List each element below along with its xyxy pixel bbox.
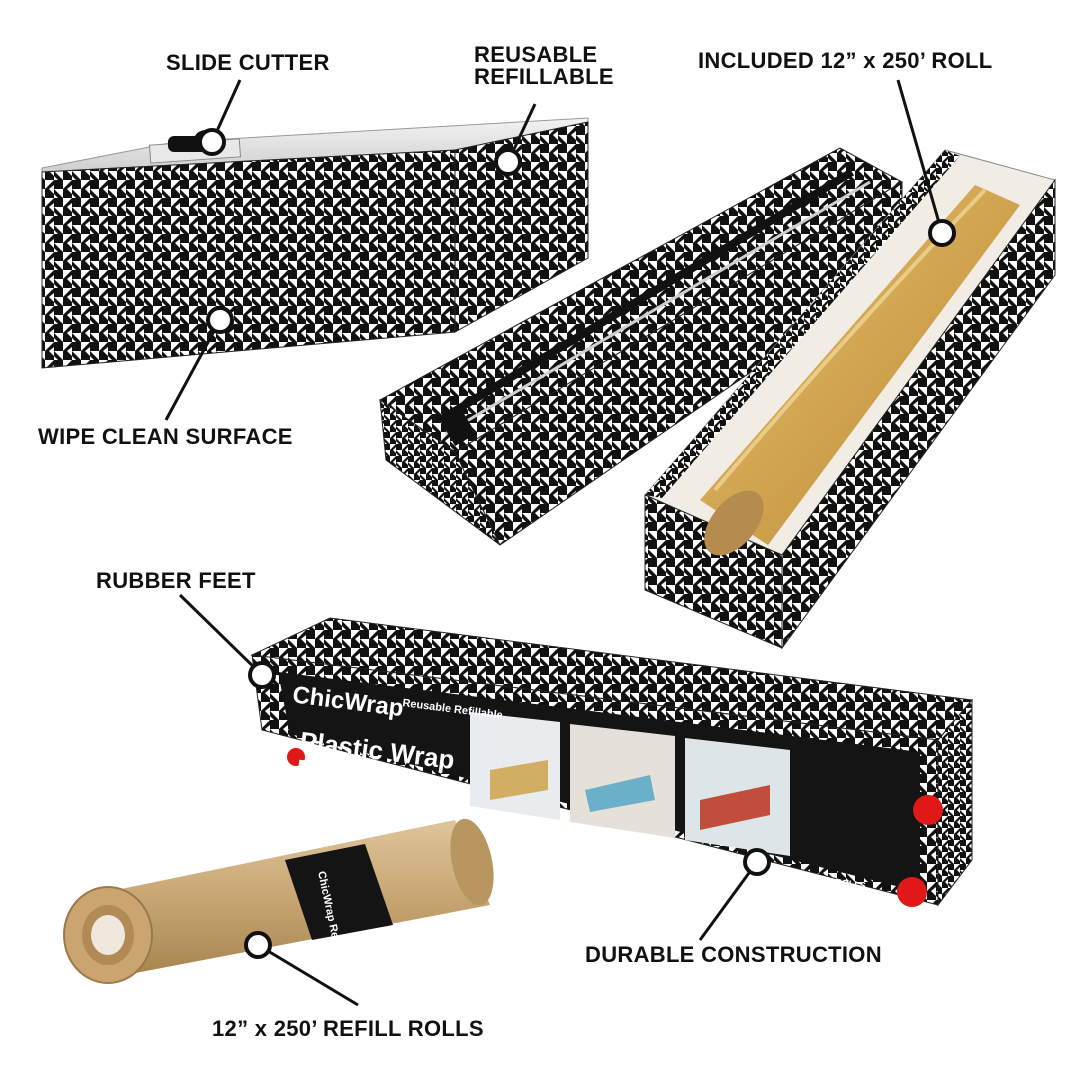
callout-wipe-clean: WIPE CLEAN SURFACE xyxy=(38,424,293,449)
pointer-wipe-clean xyxy=(164,306,234,421)
callout-pointers xyxy=(164,79,956,1007)
refill-roll: ChicWrap Refill Roll xyxy=(63,818,494,984)
callout-slide-cutter: SLIDE CUTTER xyxy=(166,50,330,75)
red-dot-icon xyxy=(897,877,927,907)
open-dispenser xyxy=(379,147,904,546)
open-tray-with-roll xyxy=(644,149,1056,650)
pointer-durable xyxy=(698,848,771,941)
pointer-included-roll xyxy=(896,79,956,247)
red-dot-icon xyxy=(287,748,305,766)
pointer-slide-cutter xyxy=(198,79,242,156)
callout-included-roll: INCLUDED 12” x 250’ ROLL xyxy=(698,48,993,73)
callout-refill-rolls: 12” x 250’ REFILL ROLLS xyxy=(212,1016,484,1041)
packaged-dispenser: ChicWrap Reusable Refillable Plastic Wra… xyxy=(250,617,973,907)
callout-reusable-refillable: REUSABLE REFILLABLE xyxy=(474,42,614,89)
callout-rubber-feet: RUBBER FEET xyxy=(96,568,256,593)
red-dot-icon xyxy=(913,795,943,825)
callout-durable-construction: DURABLE CONSTRUCTION xyxy=(585,942,882,967)
pointer-refill-rolls xyxy=(244,931,359,1007)
package-photos xyxy=(470,712,790,856)
pointer-reusable xyxy=(494,103,537,176)
pointer-rubber-feet xyxy=(178,593,276,689)
